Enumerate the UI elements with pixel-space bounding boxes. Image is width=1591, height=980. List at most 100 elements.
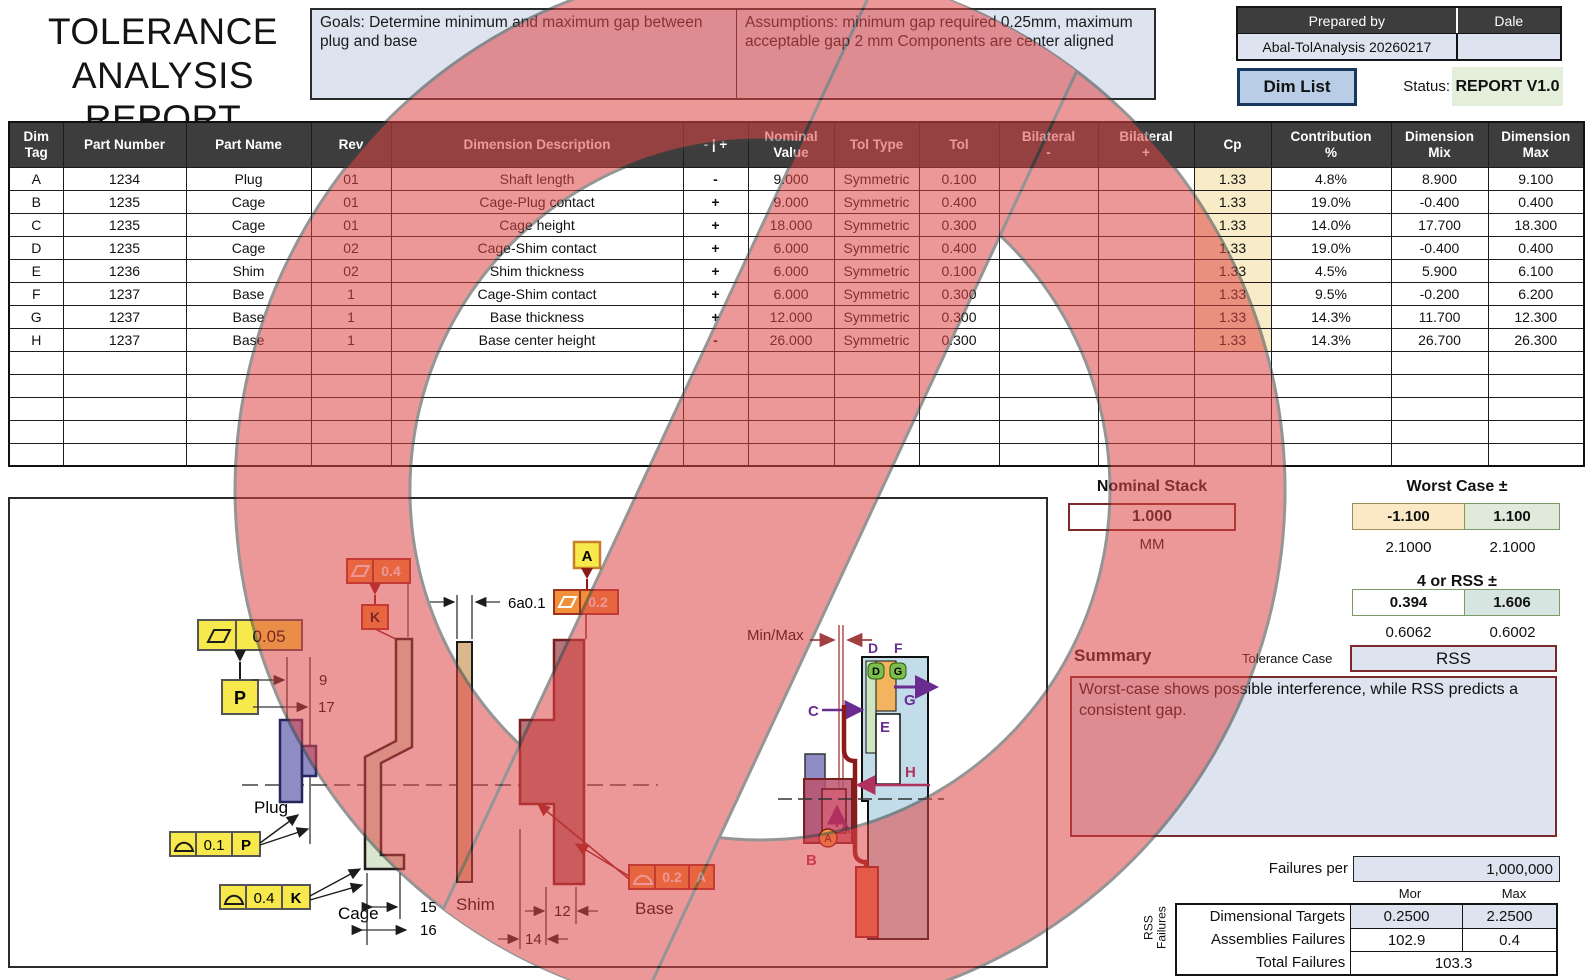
rss-title: 4 or RSS ± xyxy=(1417,573,1497,590)
empty-cell xyxy=(185,373,312,398)
empty-cell xyxy=(833,442,920,467)
base-dim-12: 12 xyxy=(554,903,571,920)
cell-sign: + xyxy=(682,235,749,260)
empty-cell xyxy=(1097,442,1195,467)
flatness-base-value: 0.2 xyxy=(588,594,608,610)
col-header-contribution: Contribution % xyxy=(1270,121,1392,168)
cell-bilateral_minus xyxy=(998,235,1099,260)
drawing-panel: 0.05 P 9 17 Plug 0.1 P xyxy=(8,497,1048,968)
col-header-dim-tag: Dim Tag xyxy=(8,121,64,168)
cell-tol_type: Symmetric xyxy=(833,212,920,237)
cell-bilateral_plus xyxy=(1097,166,1195,191)
empty-cell xyxy=(390,419,684,444)
col-header-rev: Rev xyxy=(310,121,392,168)
cell-tol_type: Symmetric xyxy=(833,235,920,260)
cell-sign: + xyxy=(682,281,749,306)
prepared-by-table: Prepared by Dale Abal-TolAnalysis 202602… xyxy=(1236,6,1562,61)
empty-cell xyxy=(62,350,187,375)
worst-case-row: -1.100 1.100 xyxy=(1352,503,1560,530)
cell-dim_mix: -0.200 xyxy=(1390,281,1489,306)
nominal-stack-unit: MM xyxy=(1139,536,1165,553)
empty-cell xyxy=(1270,373,1392,398)
empty-cell xyxy=(390,396,684,421)
cell-part_number: 1235 xyxy=(62,189,187,214)
cell-cp: 1.33 xyxy=(1193,281,1272,306)
cell-tol: 0.300 xyxy=(918,327,1000,352)
empty-cell xyxy=(1390,396,1489,421)
plug-label: Plug xyxy=(254,798,288,817)
col-header-nominal: Nominal Value xyxy=(747,121,835,168)
worst-case-alt-row: 2.1000 2.1000 xyxy=(1352,534,1560,561)
cell-nominal: 9.000 xyxy=(747,166,835,191)
cell-tag: B xyxy=(8,189,64,214)
col-header-part-number: Part Number xyxy=(62,121,187,168)
empty-cell xyxy=(310,419,392,444)
empty-cell xyxy=(310,373,392,398)
empty-cell xyxy=(62,442,187,467)
cell-contribution: 19.0% xyxy=(1270,189,1392,214)
empty-cell xyxy=(8,442,64,467)
cell-nominal: 12.000 xyxy=(747,304,835,329)
assumptions-box: Assumptions: minimum gap required 0.25mm… xyxy=(736,8,1156,100)
empty-cell xyxy=(1193,396,1272,421)
chain-badge-g-label: G xyxy=(894,666,903,678)
empty-cell xyxy=(1193,442,1272,467)
cell-part_name: Cage xyxy=(185,189,312,214)
cell-part_number: 1237 xyxy=(62,304,187,329)
empty-cell xyxy=(747,350,835,375)
table-header-row: Dim Tag Part Number Part Name Rev Dimens… xyxy=(8,121,1585,168)
empty-cell xyxy=(185,442,312,467)
col-header-tol: Tol xyxy=(918,121,1000,168)
cell-part_number: 1237 xyxy=(62,281,187,306)
tolerance-case-value[interactable]: RSS xyxy=(1350,645,1557,672)
chain-letter-g: G xyxy=(904,692,916,709)
empty-table-row xyxy=(8,442,1585,467)
dim-list-button[interactable]: Dim List xyxy=(1237,68,1357,106)
empty-cell xyxy=(1193,373,1272,398)
cell-bilateral_minus xyxy=(998,258,1099,283)
shim-label: Shim xyxy=(456,895,495,914)
empty-table-row xyxy=(8,373,1585,398)
profile-cage-value: 0.4 xyxy=(254,890,275,907)
rss-max: 1.606 xyxy=(1465,589,1560,616)
chain-letter-h: H xyxy=(905,764,916,781)
empty-cell xyxy=(1097,350,1195,375)
cell-bilateral_minus xyxy=(998,166,1099,191)
worst-case-max-alt: 2.1000 xyxy=(1489,539,1536,556)
cell-tol_type: Symmetric xyxy=(833,281,920,306)
cell-description: Base thickness xyxy=(390,304,684,329)
cell-tol_type: Symmetric xyxy=(833,166,920,191)
nominal-stack-title: Nominal Stack xyxy=(1096,478,1208,495)
cell-part_name: Shim xyxy=(185,258,312,283)
cell-description: Cage-Plug contact xyxy=(390,189,684,214)
shim-gap-dim-lines xyxy=(430,595,500,639)
cell-tag: D xyxy=(8,235,64,260)
nominal-stack-value[interactable]: 1.000 xyxy=(1068,503,1236,531)
failures-assemblies-min: 102.9 xyxy=(1350,928,1462,951)
cell-description: Cage-Shim contact xyxy=(390,281,684,306)
failures-per-value[interactable]: 1,000,000 xyxy=(1353,856,1560,882)
datum-p-flag: P xyxy=(234,688,246,708)
cell-contribution: 14.0% xyxy=(1270,212,1392,237)
cell-cp: 1.33 xyxy=(1193,327,1272,352)
empty-cell xyxy=(682,442,749,467)
empty-cell xyxy=(1270,442,1392,467)
cell-rev: 01 xyxy=(310,212,392,237)
empty-cell xyxy=(1390,373,1489,398)
cell-cp: 1.33 xyxy=(1193,258,1272,283)
empty-cell xyxy=(747,396,835,421)
empty-cell xyxy=(998,396,1099,421)
failures-targets-max: 2.2500 xyxy=(1462,905,1556,928)
profile-callout-cage: 0.4 K xyxy=(219,868,364,910)
col-header-dim-mix: Dimension Mix xyxy=(1390,121,1489,168)
failures-assemblies-max: 0.4 xyxy=(1462,928,1556,951)
prepared-by-value: Abal-TolAnalysis 20260217 xyxy=(1238,33,1456,59)
cell-nominal: 6.000 xyxy=(747,281,835,306)
empty-cell xyxy=(390,350,684,375)
cell-description: Cage-Shim contact xyxy=(390,235,684,260)
empty-cell xyxy=(1193,419,1272,444)
empty-cell xyxy=(1097,373,1195,398)
